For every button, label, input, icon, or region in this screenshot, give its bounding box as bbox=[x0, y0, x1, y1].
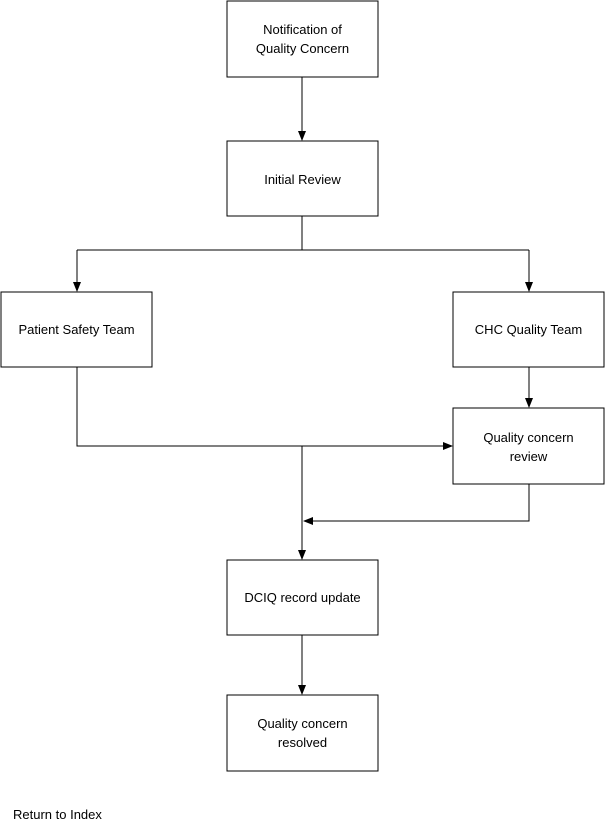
edge-review-to-merge bbox=[303, 484, 530, 525]
node-quality-review-line-1: Quality concern bbox=[483, 430, 573, 445]
node-resolved-line-1: Quality concern bbox=[257, 716, 347, 731]
node-quality-concern-resolved: Quality concern resolved bbox=[226, 694, 379, 772]
node-dciq-record-update: DCIQ record update bbox=[226, 559, 379, 636]
edge-patient-safety-to-review bbox=[76, 367, 453, 450]
node-initial-review-label: Initial Review bbox=[264, 172, 341, 187]
node-dciq-label: DCIQ record update bbox=[244, 590, 360, 605]
node-chc-quality-team: CHC Quality Team bbox=[452, 291, 605, 368]
node-patient-safety-team: Patient Safety Team bbox=[0, 291, 153, 368]
node-quality-review-line-2: review bbox=[510, 449, 548, 464]
node-chc-quality-label: CHC Quality Team bbox=[475, 322, 582, 337]
node-resolved-line-2: resolved bbox=[278, 735, 327, 750]
node-patient-safety-label: Patient Safety Team bbox=[18, 322, 134, 337]
node-quality-concern-review: Quality concern review bbox=[452, 407, 605, 485]
connector-group bbox=[73, 77, 533, 695]
node-notification: Notification of Quality Concern bbox=[226, 0, 379, 78]
return-to-index-link[interactable]: Return to Index bbox=[13, 807, 102, 822]
node-notification-line-1: Notification of bbox=[263, 22, 342, 37]
node-notification-line-2: Quality Concern bbox=[256, 41, 349, 56]
node-initial-review: Initial Review bbox=[226, 140, 379, 217]
